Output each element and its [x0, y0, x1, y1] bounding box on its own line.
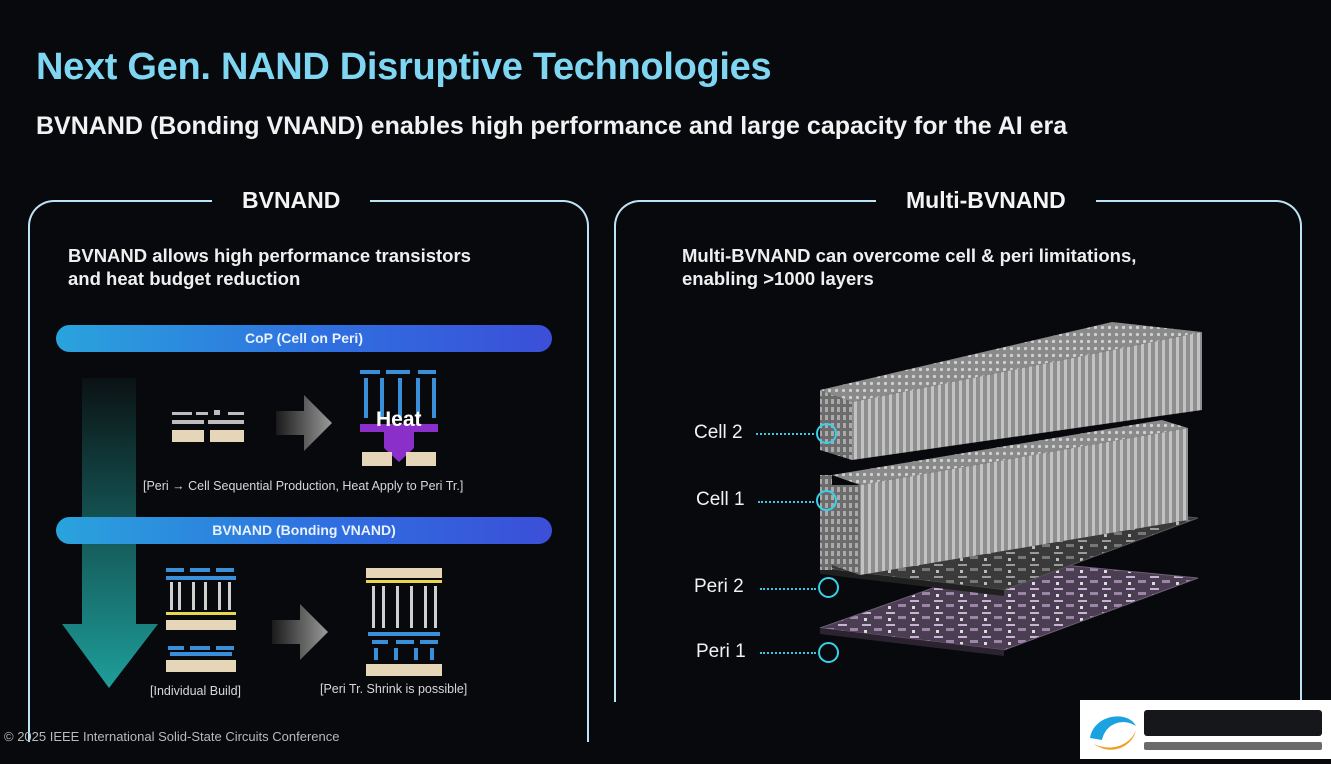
- multi-bvnand-panel: Multi-BVNAND: [614, 187, 1302, 702]
- layer-label-peri-1: Peri 1: [696, 641, 746, 662]
- cop-arrow-icon: [276, 395, 332, 451]
- individual-build-diagram: [166, 568, 236, 672]
- multi-bvnand-description: Multi-BVNAND can overcome cell & peri li…: [682, 244, 1136, 290]
- bvnand-arrow-icon: [272, 604, 328, 660]
- shrink-caption: [Peri Tr. Shrink is possible]: [320, 682, 468, 696]
- layer-label-cell-1: Cell 1: [696, 489, 745, 510]
- copyright-footer: © 2025 IEEE International Solid-State Ci…: [4, 729, 340, 744]
- cop-peri-chip-diagram: [172, 410, 244, 442]
- bvnand-panel-heading: BVNAND: [212, 187, 371, 214]
- layer-label-cell-2: Cell 2: [694, 422, 743, 443]
- bvnand-bar: BVNAND (Bonding VNAND): [56, 517, 552, 544]
- layer-connector-cell-2: [756, 433, 814, 435]
- individual-build-caption: [Individual Build]: [150, 684, 242, 698]
- layer-connector-peri-2: [760, 588, 816, 590]
- page-subtitle: BVNAND (Bonding VNAND) enables high perf…: [36, 112, 1068, 140]
- multi-bvnand-panel-heading: Multi-BVNAND: [876, 187, 1096, 214]
- bvnand-description-line1: BVNAND allows high performance transisto…: [68, 245, 471, 266]
- cop-result-diagram: [360, 370, 438, 466]
- layer-connector-peri-1: [760, 652, 816, 654]
- heat-label: Heat: [376, 408, 422, 431]
- layer-marker-peri-2: [818, 577, 839, 598]
- bonded-result-diagram: [366, 568, 442, 676]
- layer-connector-cell-1: [758, 501, 814, 503]
- cop-bar: CoP (Cell on Peri): [56, 325, 552, 352]
- multi-bvnand-description-line1: Multi-BVNAND can overcome cell & peri li…: [682, 245, 1137, 266]
- bvnand-panel: BVNAND: [28, 187, 589, 742]
- layer-marker-peri-1: [818, 642, 839, 663]
- multi-bvnand-stack-illustration: [819, 322, 1202, 656]
- multi-bvnand-description-line2: enabling >1000 layers: [682, 268, 874, 289]
- layer-marker-cell-1: [816, 490, 837, 511]
- layer-marker-cell-2: [816, 423, 837, 444]
- cop-caption: [Peri → Cell Sequential Production, Heat…: [143, 479, 464, 493]
- layer-label-peri-2: Peri 2: [694, 576, 744, 597]
- bvnand-description: BVNAND allows high performance transisto…: [68, 244, 471, 290]
- watermark-swirl-icon: [1090, 710, 1322, 750]
- watermark-logo: [1080, 700, 1331, 759]
- page-title: Next Gen. NAND Disruptive Technologies: [36, 46, 772, 88]
- bvnand-description-line2: and heat budget reduction: [68, 268, 301, 289]
